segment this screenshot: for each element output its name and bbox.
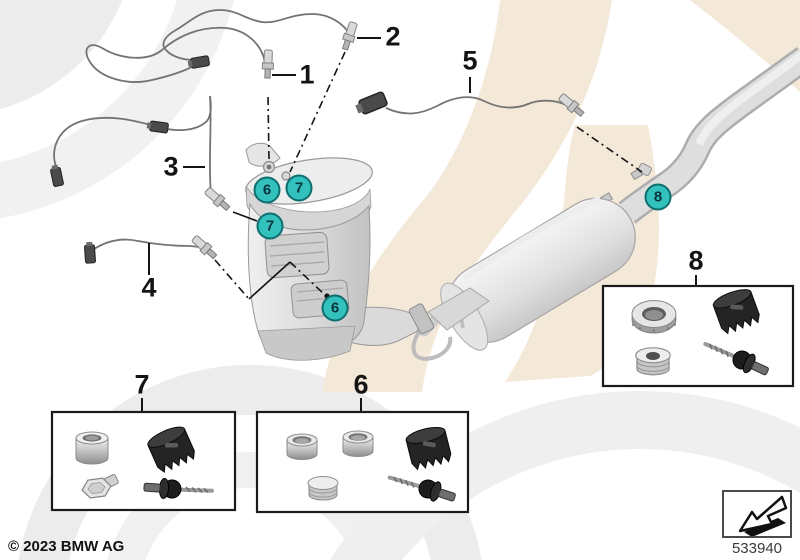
document-number: 533940 <box>731 540 783 557</box>
callout-1[interactable]: 1 <box>299 59 315 90</box>
document-symbol-box <box>722 490 792 538</box>
callout-5[interactable]: 5 <box>462 45 478 76</box>
kit-box-6 <box>255 410 470 514</box>
badge-pipe[interactable]: 8 <box>644 183 672 211</box>
callout-kit-7[interactable]: 7 <box>134 369 150 400</box>
kit-box-8 <box>601 284 795 388</box>
callout-4[interactable]: 4 <box>141 272 157 303</box>
leader-lines <box>141 37 697 412</box>
document-arrow-icon <box>738 495 788 537</box>
badge-dpf-side[interactable]: 7 <box>256 212 284 240</box>
callout-kit-6[interactable]: 6 <box>353 369 369 400</box>
badge-dpf-lower[interactable]: 6 <box>321 294 349 322</box>
kit-box-7 <box>50 410 237 512</box>
callout-2[interactable]: 2 <box>385 21 401 52</box>
badge-dpf-top-right[interactable]: 7 <box>285 174 313 202</box>
copyright-text: © 2023 BMW AG <box>8 538 125 555</box>
callout-3[interactable]: 3 <box>163 151 179 182</box>
badge-dpf-top-left[interactable]: 6 <box>253 176 281 204</box>
callout-kit-8[interactable]: 8 <box>688 245 704 276</box>
